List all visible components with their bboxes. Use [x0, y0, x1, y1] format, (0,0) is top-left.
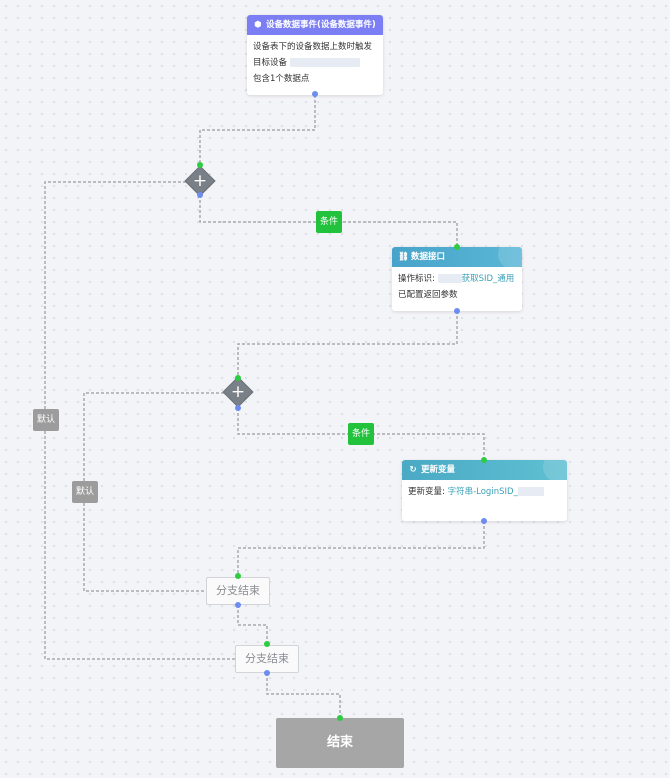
- end-node[interactable]: 结束: [276, 718, 404, 768]
- plus-icon: +: [230, 382, 246, 402]
- update-value: 字符串-LoginSID_: [447, 487, 518, 497]
- api-node[interactable]: ⛓数据接口 操作标识: 获取SID_通用 已配置返回参数: [392, 247, 522, 311]
- merge-node-2[interactable]: 分支结束: [235, 645, 299, 673]
- network-icon: ⛓: [398, 252, 409, 262]
- edge-api-gw2: [237, 311, 458, 378]
- refresh-icon: ↻: [409, 465, 417, 475]
- cube-icon: ⬢: [254, 20, 262, 30]
- event-line3: 包含1个数据点: [253, 74, 310, 84]
- redacted-device: [289, 58, 360, 67]
- edge-gw2-update: [237, 408, 485, 460]
- update-node[interactable]: ↻ 更新变量 更新变量: 字符串-LoginSID_: [402, 460, 567, 521]
- condition-label-1[interactable]: 条件: [316, 211, 343, 233]
- event-line1: 设备表下的设备数据上数时触发: [253, 42, 373, 52]
- api-line2: 已配置返回参数: [398, 290, 458, 300]
- edge-event-gw1: [199, 95, 316, 165]
- redacted-op: [437, 274, 462, 283]
- update-node-body: 更新变量: 字符串-LoginSID_: [402, 480, 567, 504]
- update-label: 更新变量:: [408, 487, 445, 497]
- edge-merge1-merge2: [237, 605, 268, 644]
- api-line1: 操作标识: 获取SID_通用: [398, 271, 516, 287]
- plus-icon: +: [192, 171, 208, 191]
- update-line1: 更新变量: 字符串-LoginSID_: [408, 484, 561, 500]
- api-node-title: 数据接口: [411, 252, 446, 262]
- api-op-label: 操作标识:: [398, 274, 435, 284]
- event-node-header: ⬢ 设备数据事件(设备数据事件): [247, 15, 383, 35]
- default-label-2[interactable]: 默认: [72, 481, 99, 503]
- api-node-body: 操作标识: 获取SID_通用 已配置返回参数: [392, 267, 522, 307]
- event-node-body: 设备表下的设备数据上数时触发 目标设备 包含1个数据点: [247, 35, 383, 91]
- default-label-1[interactable]: 默认: [33, 409, 60, 431]
- update-node-title: 更新变量: [421, 465, 456, 475]
- merge-node-1[interactable]: 分支结束: [206, 577, 270, 605]
- event-node-title: 设备数据事件(设备数据事件): [266, 20, 376, 30]
- api-op-value: 获取SID_通用: [461, 274, 515, 284]
- api-node-header: ⛓数据接口: [392, 247, 522, 269]
- condition-label-2[interactable]: 条件: [348, 423, 375, 445]
- event-target-label: 目标设备: [253, 58, 288, 68]
- edge-merge2-end: [266, 673, 341, 718]
- edge-gw2-default: [83, 392, 224, 592]
- edge-gw1-default: [44, 181, 236, 660]
- update-node-header: ↻ 更新变量: [402, 460, 567, 482]
- event-line2: 目标设备: [253, 55, 377, 71]
- edge-update-merge1: [237, 521, 485, 576]
- event-node[interactable]: ⬢ 设备数据事件(设备数据事件) 设备表下的设备数据上数时触发 目标设备 包含1个…: [247, 15, 383, 95]
- redacted-var: [517, 487, 544, 496]
